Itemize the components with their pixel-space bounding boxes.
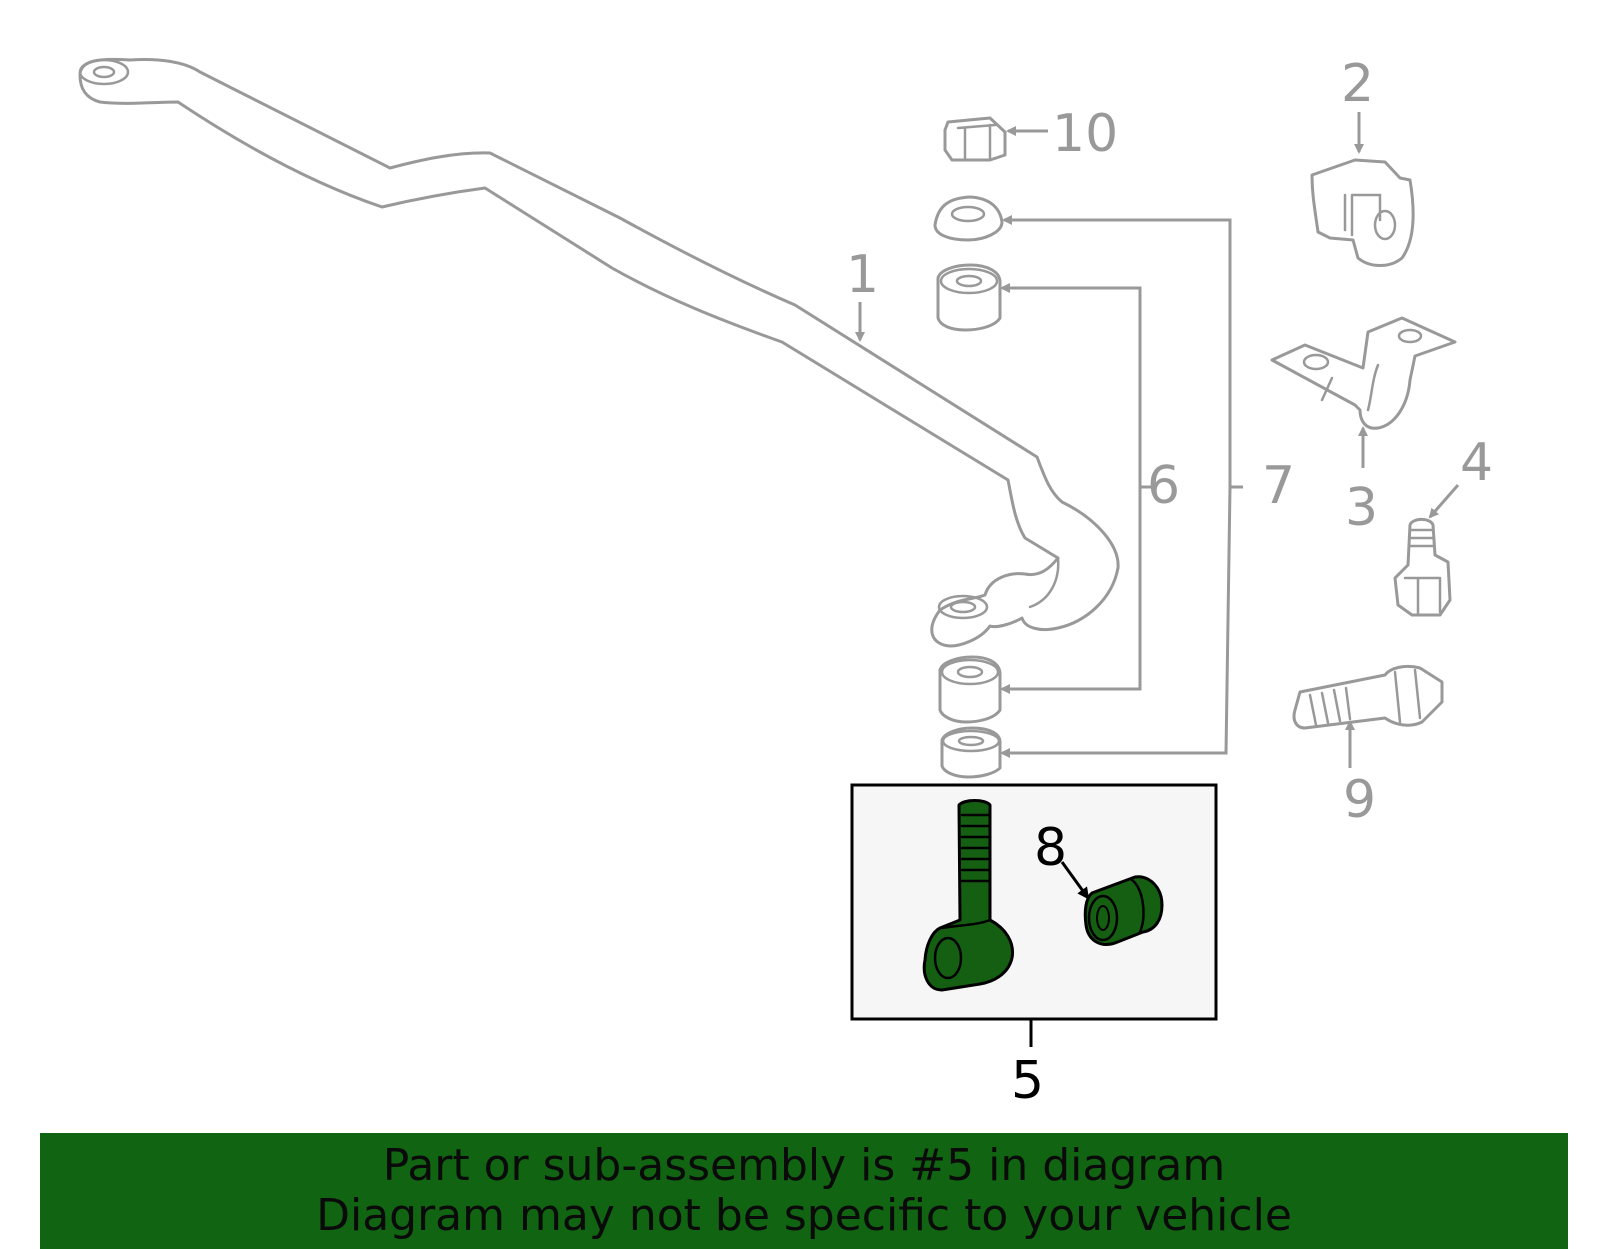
stabilizer-bar [78, 57, 1120, 648]
stabilizer-link-part-5 [922, 799, 1015, 992]
callout-2: 2 [1341, 54, 1374, 114]
info-banner: Part or sub-assembly is #5 in diagram Di… [40, 1133, 1568, 1249]
bracket-part-3 [1270, 316, 1457, 430]
callout-8: 8 [1034, 818, 1067, 878]
callout-1: 1 [846, 245, 879, 305]
leader-lines [855, 112, 1460, 768]
leader-8 [1060, 861, 1090, 900]
callout-4: 4 [1460, 433, 1493, 493]
bolt-part-4 [1393, 517, 1452, 617]
bushing-part-8 [1083, 875, 1164, 946]
callout-5: 5 [1011, 1051, 1044, 1111]
bushing-part-7-upper [933, 195, 1004, 242]
callout-9: 9 [1343, 770, 1376, 830]
callout-10: 10 [1052, 104, 1118, 164]
banner-line-1: Part or sub-assembly is #5 in diagram [382, 1140, 1226, 1191]
callout-6: 6 [1147, 456, 1180, 516]
bracket-part-2 [1310, 158, 1415, 267]
nut-part-10 [943, 116, 1007, 162]
bolt-part-9 [1292, 664, 1444, 730]
callout-3: 3 [1345, 478, 1378, 538]
bushing-part-7-lower [940, 726, 1002, 779]
bushing-part-6-lower [938, 655, 1002, 724]
banner-line-2: Diagram may not be specific to your vehi… [316, 1190, 1292, 1241]
bushing-part-6-upper [936, 263, 1002, 332]
callout-7: 7 [1262, 456, 1295, 516]
